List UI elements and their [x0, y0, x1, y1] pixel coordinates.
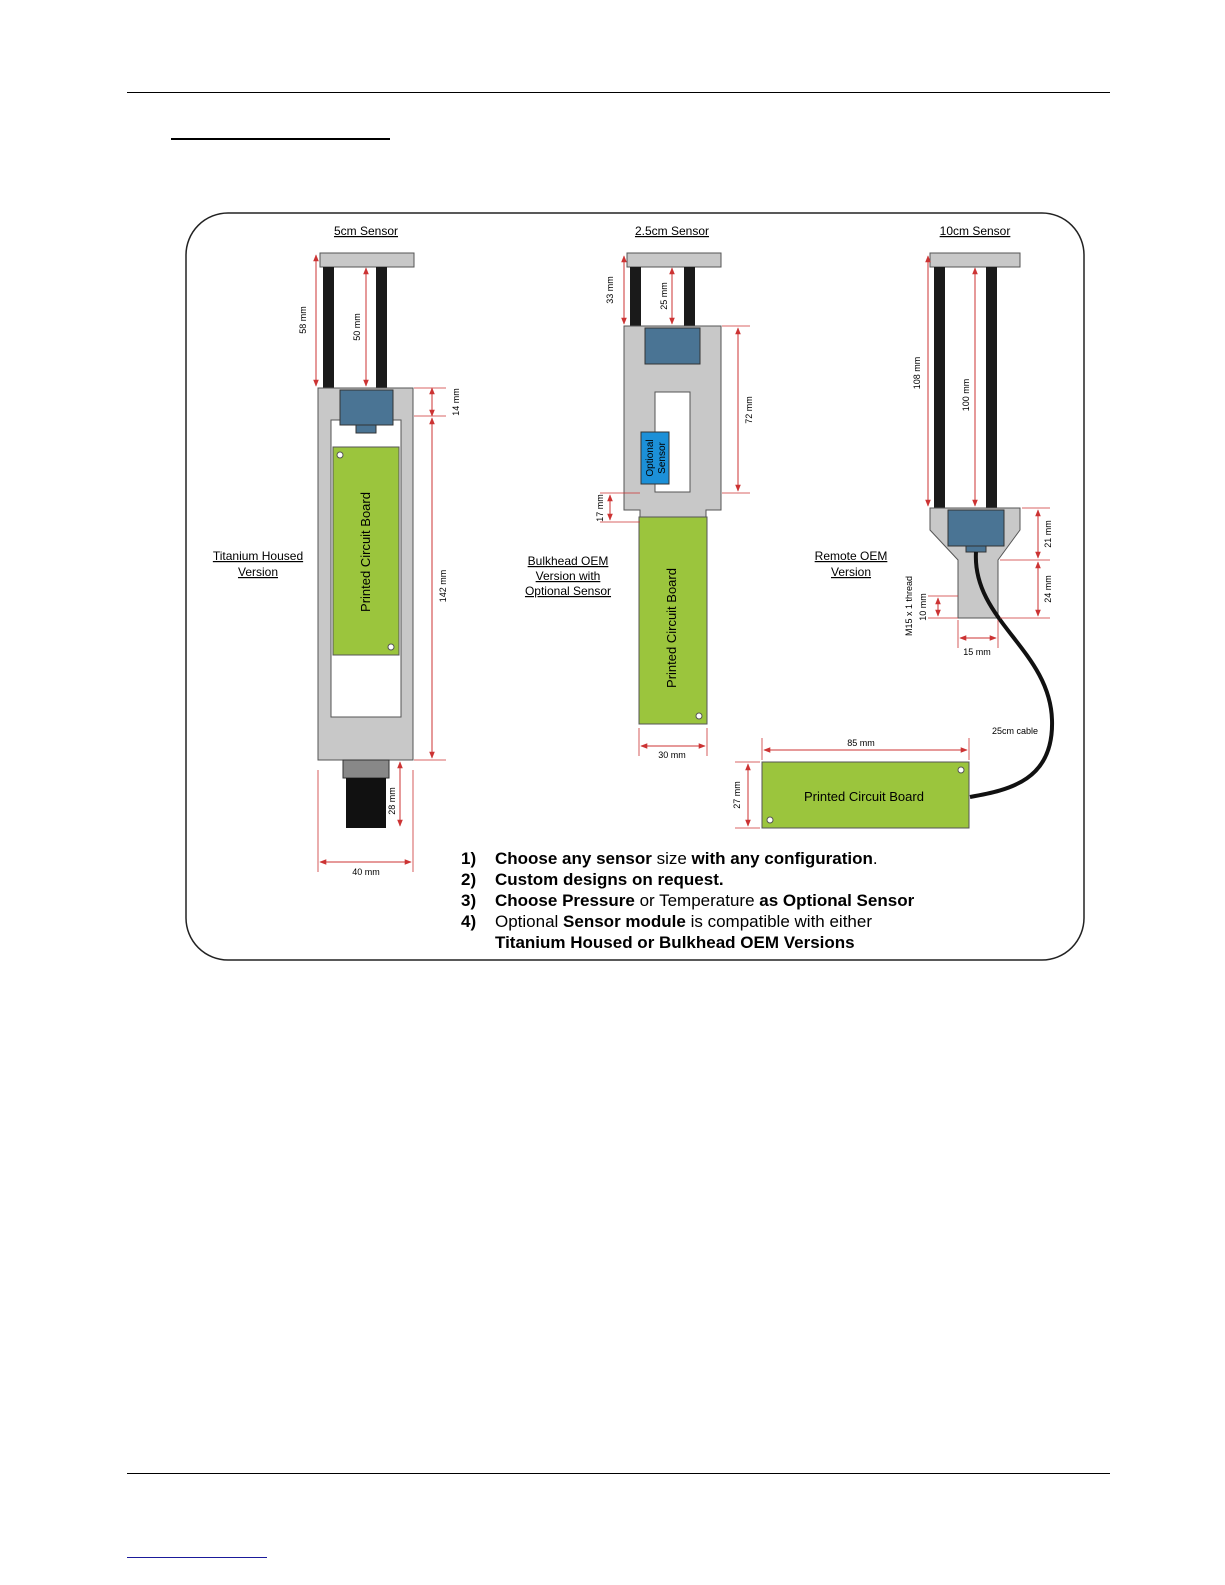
cable [346, 778, 386, 828]
dim-14: 14 mm [451, 388, 461, 416]
connector-stem [355, 424, 377, 434]
note-number: 2) [461, 870, 476, 889]
dim-50: 50 mm [352, 313, 362, 341]
note-text-part: Custom designs on request. [495, 870, 724, 889]
note-text-part: as Optional Sensor [759, 891, 914, 910]
dim-100: 100 mm [961, 379, 971, 412]
note-text: Custom designs on request. [495, 870, 724, 889]
header-link-underline[interactable] [171, 138, 390, 140]
sensor-2-5cm: 2.5cm Sensor Optional Sensor Printed Cir… [525, 224, 754, 760]
sensor-5cm: 5cm Sensor Printed Circuit Board 58 mm 5… [213, 224, 461, 877]
rod-left [934, 267, 945, 510]
dim-142: 142 mm [438, 570, 448, 603]
pcb-label: Printed Circuit Board [358, 492, 373, 612]
note-text: Optional Sensor module is compatible wit… [495, 912, 872, 931]
note-text-part: Choose any [495, 849, 596, 868]
connector [339, 389, 394, 426]
pcb-label: Printed Circuit Board [804, 789, 924, 804]
pcb-hole [387, 643, 395, 651]
cable-gland [342, 759, 390, 779]
pcb [332, 446, 400, 656]
dim-21: 21 mm [1043, 520, 1053, 548]
thread-label: M15 x 1 thread [904, 576, 914, 636]
sensor-10cm-title: 10cm Sensor [940, 224, 1011, 238]
note-text-part: Sensor module [563, 912, 686, 931]
note-text-part: Choose [495, 891, 562, 910]
version-label-line1: Remote OEM [815, 549, 888, 563]
note-text-part: Optional [495, 912, 563, 931]
connector-stem [965, 545, 987, 553]
cable-25cm [969, 551, 1055, 799]
dim-30: 30 mm [658, 750, 686, 760]
dim-27: 27 mm [732, 781, 742, 809]
dim-72: 72 mm [744, 396, 754, 424]
pcb-hole [695, 712, 703, 720]
header-rule [127, 92, 1110, 93]
optional-sensor [640, 431, 670, 485]
note-text: Choose any sensor size with any configur… [495, 849, 878, 868]
note-text-part: or Temperature [635, 891, 759, 910]
dim-24: 24 mm [1043, 575, 1053, 603]
note-number: 4) [461, 912, 476, 931]
version-label-line2: Version [238, 565, 278, 579]
version-label-line3: Optional Sensor [525, 584, 611, 598]
sensor-10cm: 10cm Sensor 25cm cable 108 mm 100 mm 21 … [732, 224, 1055, 829]
rod-left [630, 267, 641, 328]
pcb-hole [957, 766, 965, 774]
dim-25: 25 mm [659, 282, 669, 310]
top-cap [929, 252, 1021, 268]
cable-label: 25cm cable [992, 726, 1038, 736]
note-text-part: is compatible with either [686, 912, 872, 931]
dim-28: 28 mm [387, 787, 397, 815]
note-text-part: . [873, 849, 878, 868]
dim-10: 10 mm [918, 593, 928, 621]
dim-15: 15 mm [963, 647, 991, 657]
note-text: Choose Pressure or Temperature as Option… [495, 891, 915, 910]
rod-left [323, 267, 334, 390]
top-cap [626, 252, 722, 268]
version-label-line1: Titanium Housed [213, 549, 303, 563]
sensor-5cm-title: 5cm Sensor [334, 224, 398, 238]
note-text-part: with any configuration [691, 849, 873, 868]
dim-108: 108 mm [912, 357, 922, 390]
connector [947, 509, 1005, 547]
pcb-label: Printed Circuit Board [664, 568, 679, 688]
dim-58: 58 mm [298, 306, 308, 334]
note-text-part: Pressure [562, 891, 635, 910]
footer-link-underline[interactable] [127, 1557, 267, 1558]
note-text: Titanium Housed or Bulkhead OEM Versions [495, 933, 855, 952]
note-text-part: sensor [596, 849, 652, 868]
note-number: 3) [461, 891, 476, 910]
version-label-line1: Bulkhead OEM [528, 554, 609, 568]
footer-rule [127, 1473, 1110, 1474]
version-label-line2: Version [831, 565, 871, 579]
pcb-hole [766, 816, 774, 824]
version-label-line2: Version with [536, 569, 601, 583]
connector [644, 327, 701, 365]
dim-85: 85 mm [847, 738, 875, 748]
notes-list: 1) Choose any sensor size with any config… [461, 849, 915, 952]
rod-right [684, 267, 695, 328]
dim-17: 17 mm [595, 494, 605, 522]
note-text-part: size [652, 849, 692, 868]
sensor-2-5cm-title: 2.5cm Sensor [635, 224, 709, 238]
rod-right [986, 267, 997, 510]
dim-33: 33 mm [605, 276, 615, 304]
remote-pcb [761, 761, 970, 829]
note-number: 1) [461, 849, 476, 868]
optional-sensor-label-2: Sensor [657, 441, 668, 473]
pcb [638, 516, 708, 725]
optional-sensor-label-1: Optional [645, 439, 656, 476]
note-text-part: Titanium Housed or Bulkhead OEM Versions [495, 933, 855, 952]
dim-40: 40 mm [352, 867, 380, 877]
top-cap [319, 252, 415, 268]
rod-right [376, 267, 387, 390]
pcb-hole [336, 451, 344, 459]
